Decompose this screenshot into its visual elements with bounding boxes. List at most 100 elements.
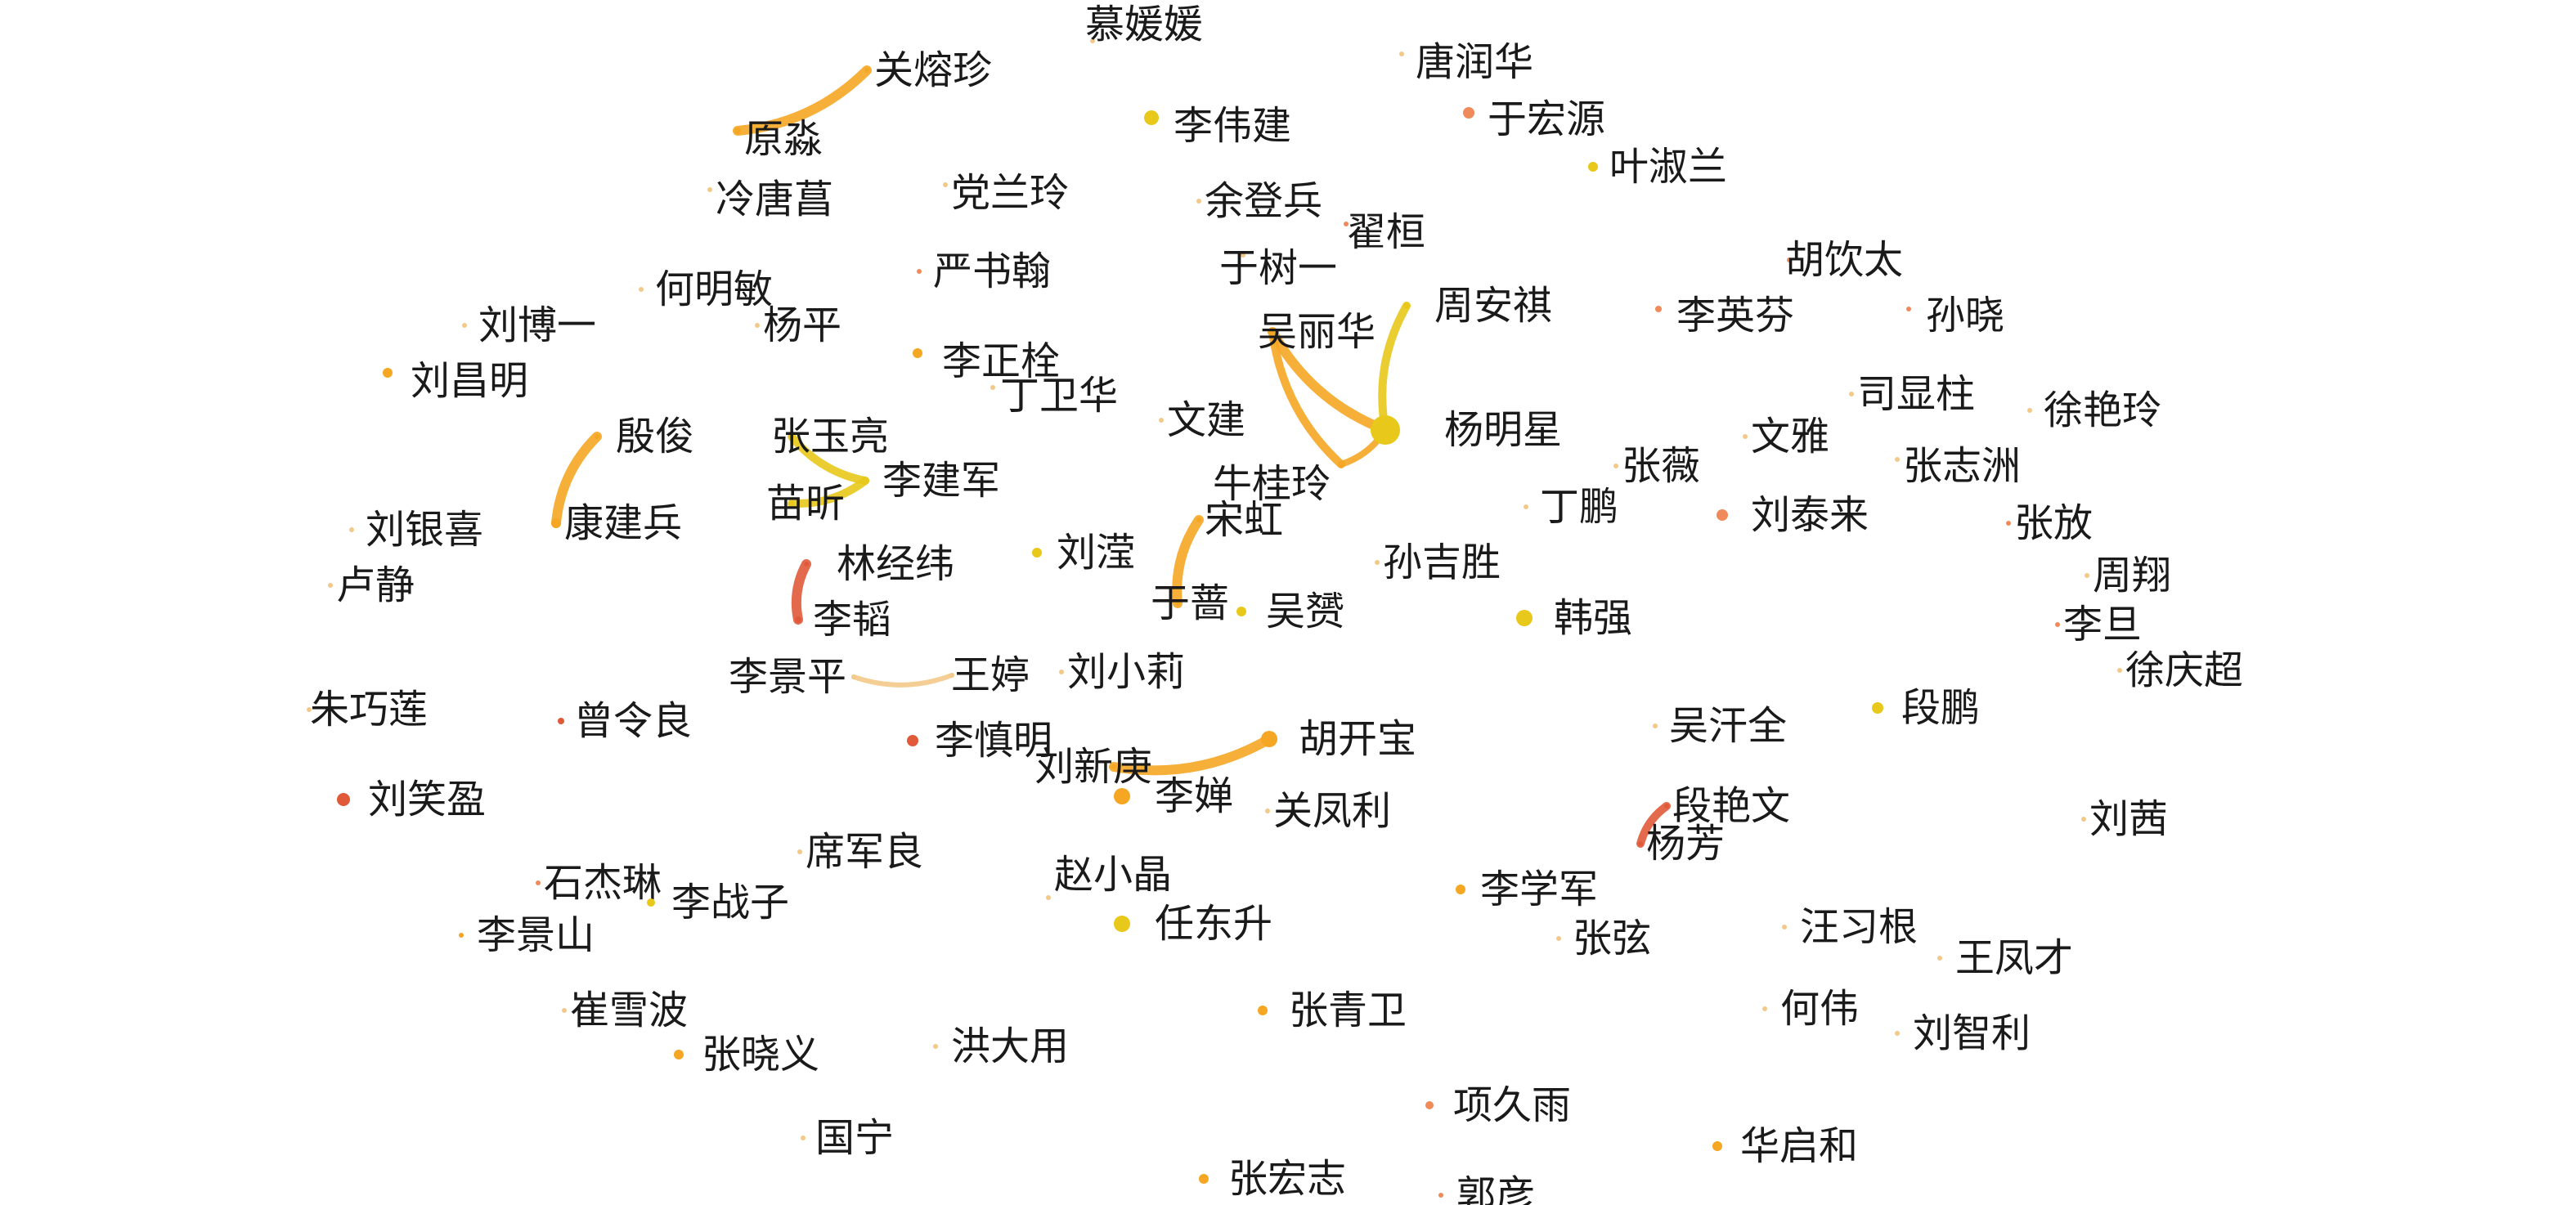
graph-node[interactable]: 项久雨 [1425, 1082, 1571, 1128]
graph-node[interactable]: 殷俊 [595, 414, 694, 459]
graph-node[interactable]: 于树一 [1219, 245, 1337, 291]
graph-node[interactable]: 关熔珍 [864, 47, 992, 93]
graph-node[interactable]: 赵小晶 [1046, 852, 1172, 900]
graph-node[interactable]: 崔雪波 [562, 988, 688, 1033]
node-label: 任东升 [1155, 901, 1272, 947]
graph-node[interactable]: 李慎明 [907, 718, 1052, 764]
graph-node[interactable]: 韩强 [1516, 595, 1632, 641]
graph-node[interactable]: 李英芬 [1655, 293, 1794, 338]
graph-node[interactable]: 孙晓 [1906, 293, 2004, 338]
graph-node[interactable]: 刘茜 [2081, 796, 2168, 842]
graph-node[interactable]: 卢静 [328, 562, 415, 608]
graph-node[interactable]: 关凤利 [1265, 788, 1391, 834]
graph-node[interactable]: 刘新庚 [1034, 744, 1152, 790]
graph-node[interactable]: 徐庆超 [2117, 647, 2243, 693]
graph-node[interactable]: 王凤才 [1937, 935, 2073, 981]
graph-node[interactable]: 牛桂玲 [1213, 461, 1344, 507]
graph-node[interactable]: 杨平 [755, 302, 841, 348]
graph-node[interactable]: 周翔 [2085, 553, 2171, 598]
graph-node[interactable]: 张薇 [1613, 443, 1700, 489]
graph-node[interactable]: 曾令良 [558, 698, 692, 744]
graph-node[interactable]: 胡开宝 [1261, 716, 1416, 762]
graph-node[interactable]: 翟桓 [1344, 209, 1425, 255]
graph-node[interactable]: 李旦 [2055, 602, 2142, 647]
graph-node[interactable]: 段鹏 [1872, 685, 1980, 731]
graph-node[interactable]: 李景平 [729, 654, 856, 700]
graph-node[interactable]: 张放 [2006, 500, 2093, 546]
graph-node[interactable]: 刘博一 [462, 302, 596, 348]
graph-node[interactable]: 司显柱 [1849, 371, 1975, 417]
graph-node[interactable]: 洪大用 [933, 1024, 1069, 1069]
graph-node[interactable]: 国宁 [801, 1115, 894, 1161]
graph-node[interactable]: 刘昌明 [383, 358, 528, 404]
graph-node[interactable]: 吴汗全 [1653, 703, 1787, 749]
node-dot [1653, 723, 1658, 728]
graph-node[interactable]: 文雅 [1743, 414, 1829, 459]
graph-node[interactable]: 原淼 [734, 116, 823, 162]
graph-node[interactable]: 康建兵 [551, 500, 682, 546]
graph-node[interactable]: 杨明星 [1371, 407, 1562, 453]
graph-node[interactable]: 何明敏 [639, 267, 773, 312]
graph-node[interactable]: 席军良 [797, 829, 923, 875]
graph-node[interactable]: 叶淑兰 [1588, 144, 1727, 190]
graph-node[interactable]: 李学军 [1456, 867, 1598, 912]
graph-node[interactable]: 刘银喜 [349, 507, 483, 553]
node-dot [562, 1008, 567, 1013]
node-dot [337, 793, 350, 806]
graph-node[interactable]: 胡饮太 [1785, 237, 1903, 283]
graph-node[interactable]: 党兰玲 [943, 170, 1069, 216]
graph-node[interactable]: 刘小莉 [1059, 649, 1185, 695]
graph-node[interactable]: 严书翰 [917, 249, 1051, 294]
node-dot [1344, 222, 1349, 226]
node-dot [795, 616, 801, 623]
graph-node[interactable]: 李建军 [863, 458, 1000, 504]
graph-node[interactable]: 郭彦 [1438, 1172, 1535, 1205]
graph-node[interactable]: 张青卫 [1258, 988, 1407, 1033]
graph-node[interactable]: 朱巧莲 [307, 687, 428, 732]
graph-node[interactable]: 丁鹏 [1524, 484, 1618, 530]
graph-node[interactable]: 华启和 [1712, 1123, 1858, 1169]
graph-node[interactable]: 于宏源 [1463, 96, 1605, 142]
graph-node[interactable]: 冷唐菖 [707, 177, 833, 222]
graph-node[interactable]: 刘滢 [1032, 530, 1135, 576]
graph-node[interactable]: 李婵 [1114, 773, 1233, 819]
graph-node[interactable]: 苗昕 [766, 481, 845, 526]
graph-node[interactable]: 刘笑盈 [337, 777, 486, 822]
node-label: 林经纬 [837, 541, 954, 587]
graph-node[interactable]: 周安祺 [1403, 283, 1552, 329]
graph-node[interactable]: 张晓义 [674, 1032, 819, 1077]
graph-node[interactable]: 李韬 [795, 597, 891, 643]
graph-node[interactable]: 徐艳玲 [2027, 387, 2161, 433]
graph-node[interactable]: 文建 [1159, 397, 1245, 443]
graph-node[interactable]: 任东升 [1114, 901, 1272, 947]
graph-node[interactable]: 石杰琳 [536, 860, 662, 906]
graph-node[interactable]: 余登兵 [1196, 178, 1322, 224]
graph-node[interactable]: 李战子 [647, 880, 789, 925]
graph-node[interactable]: 吴丽华 [1258, 309, 1376, 355]
graph-node[interactable]: 段艳文 [1664, 783, 1790, 829]
graph-node[interactable]: 李景山 [459, 912, 595, 958]
graph-node[interactable]: 刘泰来 [1717, 492, 1869, 538]
graph-node[interactable]: 刘智利 [1895, 1010, 2031, 1056]
graph-node[interactable]: 张志洲 [1895, 443, 2021, 489]
graph-node[interactable]: 李伟建 [1144, 103, 1291, 149]
graph-node[interactable]: 慕媛媛 [1085, 2, 1203, 47]
node-label: 李英芬 [1676, 293, 1794, 338]
graph-node[interactable]: 吴赟 [1236, 589, 1344, 634]
node-label: 孙晓 [1926, 293, 2004, 338]
graph-node[interactable]: 张弦 [1556, 916, 1651, 961]
graph-node[interactable]: 李正栓 [913, 338, 1060, 384]
graph-node[interactable]: 林经纬 [804, 541, 954, 587]
graph-node[interactable]: 王婷 [949, 652, 1030, 698]
graph-node[interactable]: 何伟 [1762, 986, 1859, 1032]
graph-node[interactable]: 唐润华 [1399, 39, 1533, 85]
graph-node[interactable]: 宋虹 [1196, 497, 1283, 543]
node-label: 冷唐菖 [716, 177, 833, 222]
graph-node[interactable]: 张玉亮 [771, 414, 889, 459]
graph-node[interactable]: 丁卫华 [990, 373, 1118, 419]
graph-node[interactable]: 张宏志 [1199, 1156, 1346, 1202]
graph-node[interactable]: 汪习根 [1782, 904, 1918, 950]
graph-node[interactable]: 杨芳 [1638, 821, 1725, 867]
graph-node[interactable]: 于蔷 [1151, 580, 1229, 626]
graph-node[interactable]: 孙吉胜 [1375, 540, 1501, 585]
